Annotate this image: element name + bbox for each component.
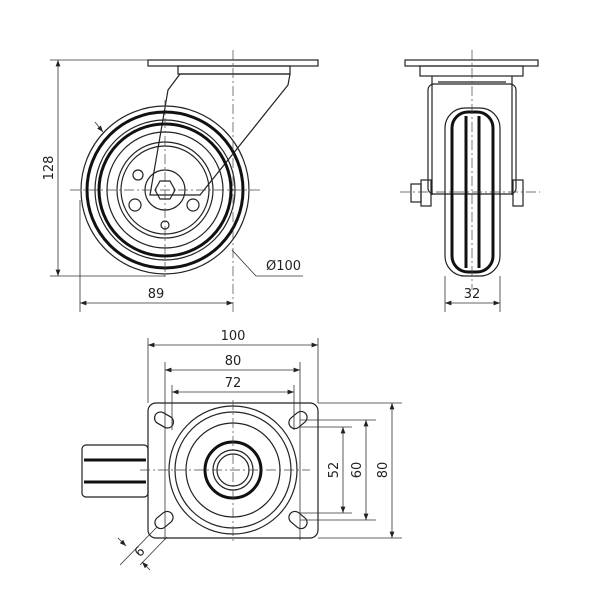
diameter-dimension: Ø100 (266, 259, 301, 274)
top-view: 100 80 72 52 60 80 9 (81, 329, 402, 571)
wheel-width-dimension: 32 (464, 287, 481, 302)
offset-dimension: 89 (148, 287, 165, 302)
side-view: 32 (400, 50, 540, 312)
hole-spacing-y-inner-dimension: 52 (327, 462, 342, 479)
front-view: 128 89 Ø100 (42, 50, 319, 312)
plate-width-dimension: 100 (221, 329, 246, 344)
hole-spacing-x-dimension: 80 (225, 354, 242, 369)
height-dimension: 128 (42, 156, 57, 181)
slot-width-dimension: 9 (130, 542, 146, 558)
hole-spacing-y-dimension: 60 (350, 462, 365, 479)
plate-height-dimension: 80 (376, 462, 391, 479)
hole-spacing-x-inner-dimension: 72 (225, 376, 242, 391)
